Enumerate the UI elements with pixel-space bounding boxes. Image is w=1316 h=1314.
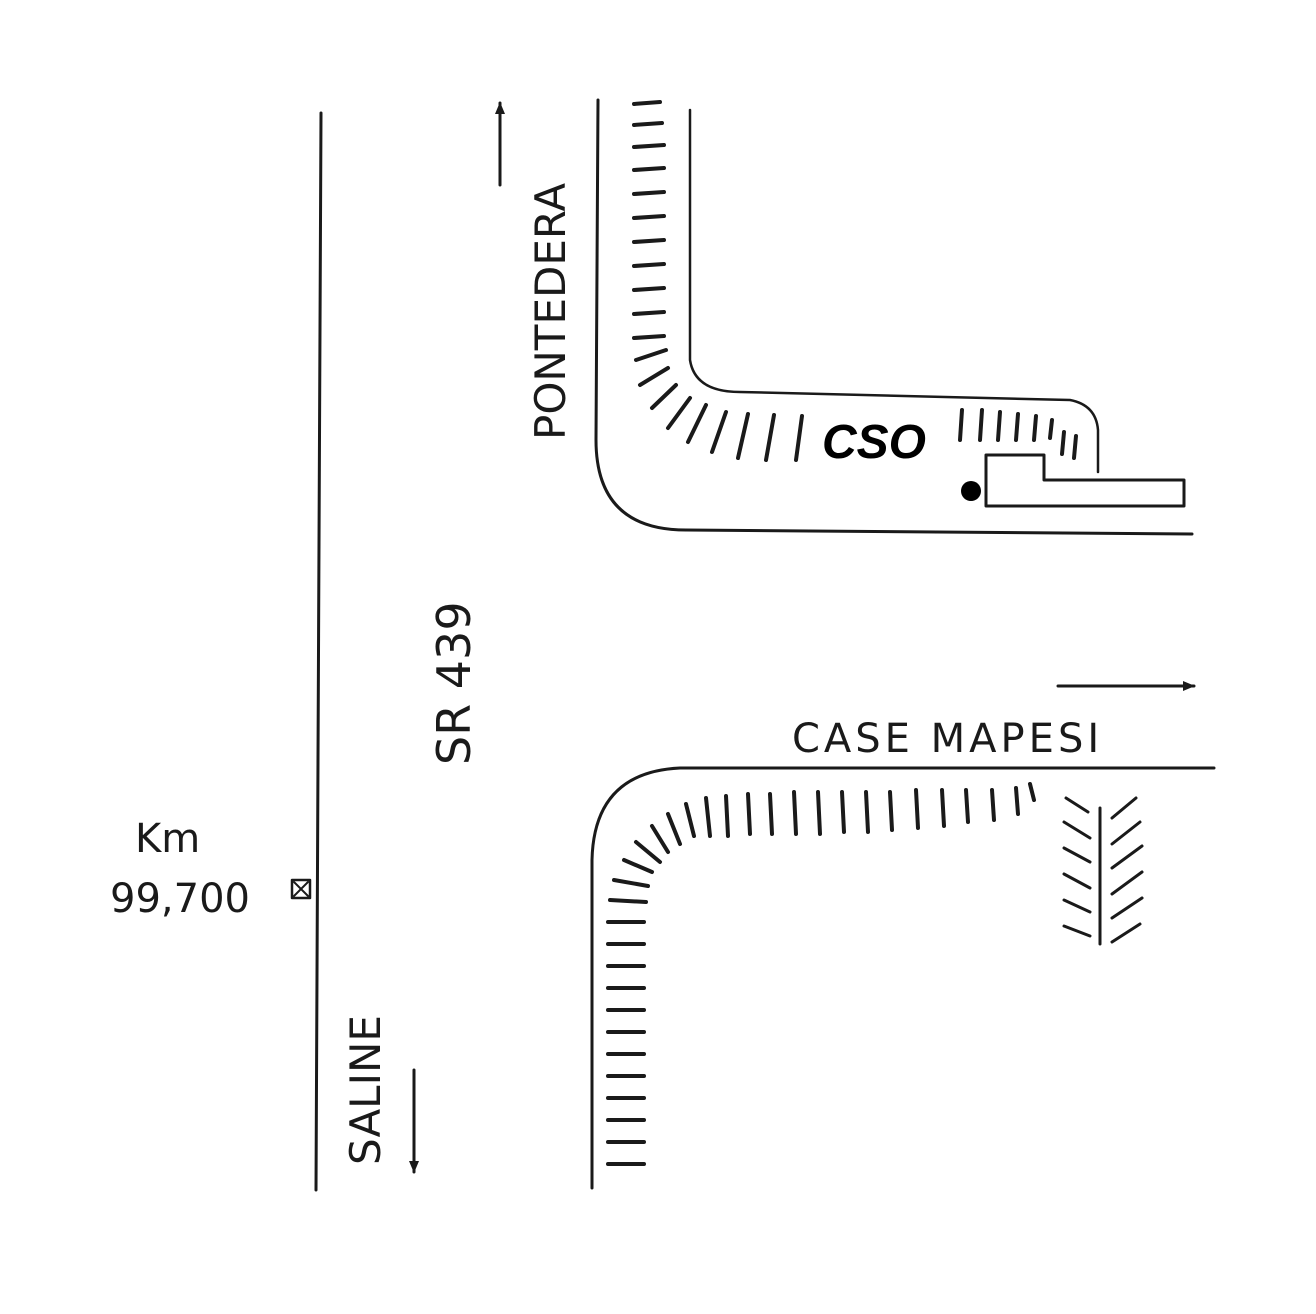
lower-embankment-hatching xyxy=(606,782,1036,1166)
direction-label-pontedera: PONTEDERA xyxy=(526,183,575,440)
building-outline xyxy=(984,453,1186,508)
direction-label-case-mapesi: CASE MAPESI xyxy=(792,716,1103,762)
upper-embankment-outline xyxy=(688,108,1100,474)
lower-road-curb xyxy=(590,766,1216,1190)
site-label-cso: CSO xyxy=(822,416,926,469)
ditch-herringbone xyxy=(1062,796,1144,946)
km-marker-icon xyxy=(290,878,312,900)
road-label: SR 439 xyxy=(427,601,481,765)
upper-embankment-hatching xyxy=(632,100,1078,462)
km-marker xyxy=(290,878,312,900)
site-location-dot xyxy=(961,481,981,501)
road-west-edge xyxy=(314,111,323,1192)
direction-label-saline: SALINE xyxy=(341,1015,390,1165)
km-unit-label: Km xyxy=(135,816,200,862)
km-value-label: 99,700 xyxy=(110,876,250,922)
upper-road-curb xyxy=(594,98,1194,536)
